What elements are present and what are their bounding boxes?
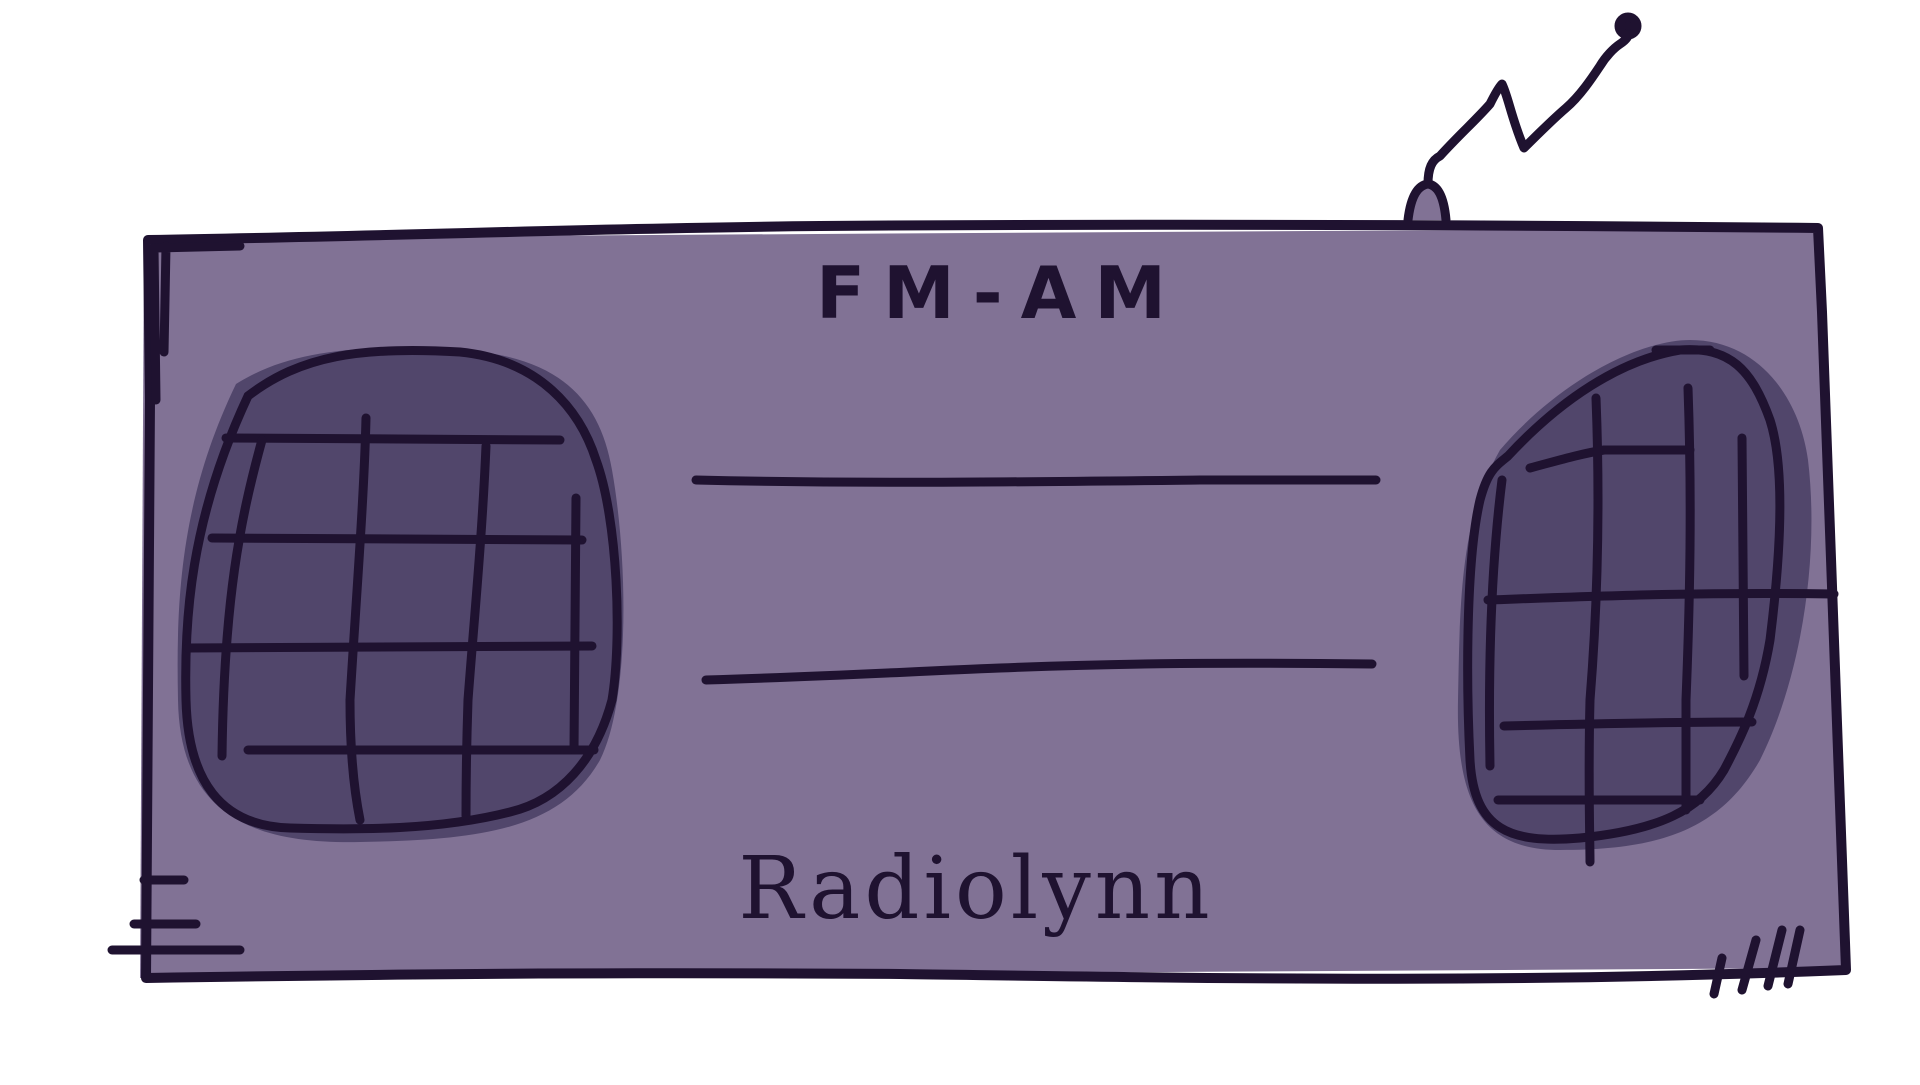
band-label: FM-AM (816, 251, 1184, 335)
brand-label: Radiolynn (738, 839, 1213, 939)
tuning-dial (691, 475, 1381, 685)
speaker-left (177, 345, 624, 843)
antenna-icon (1403, 12, 1642, 225)
speaker-grille-icon (1483, 345, 1839, 867)
speaker-grille-icon (183, 413, 599, 825)
speaker-right (1457, 340, 1839, 867)
